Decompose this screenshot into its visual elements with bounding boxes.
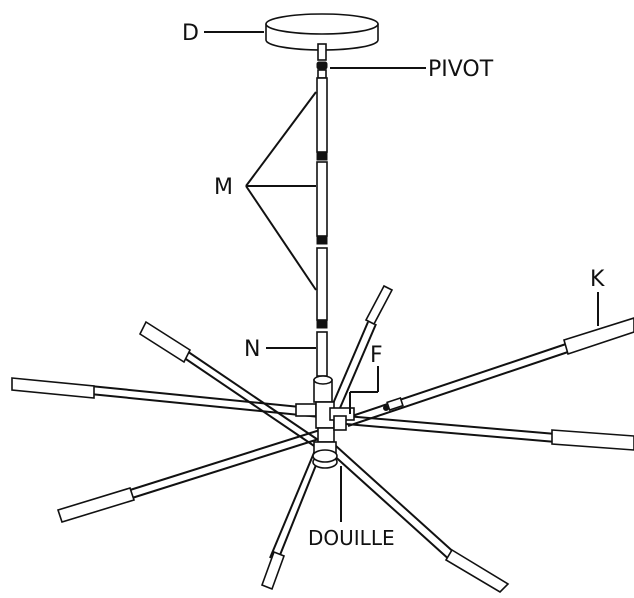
arms [11, 284, 634, 594]
label-pivot: PIVOT [428, 57, 494, 82]
leader-lines [204, 31, 599, 522]
label-n: N [244, 337, 260, 362]
pivot-joint [316, 43, 328, 79]
rod-n [316, 331, 328, 377]
label-k: K [590, 267, 605, 292]
label-m: M [214, 175, 233, 200]
label-douille: DOUILLE [308, 526, 395, 550]
label-d: D [182, 21, 199, 46]
socket-f [383, 397, 404, 411]
label-f: F [370, 343, 383, 368]
hub [295, 375, 355, 469]
labels: D PIVOT M N F K DOUILLE [182, 21, 605, 550]
rods-m [316, 77, 328, 329]
canopy [265, 13, 379, 51]
